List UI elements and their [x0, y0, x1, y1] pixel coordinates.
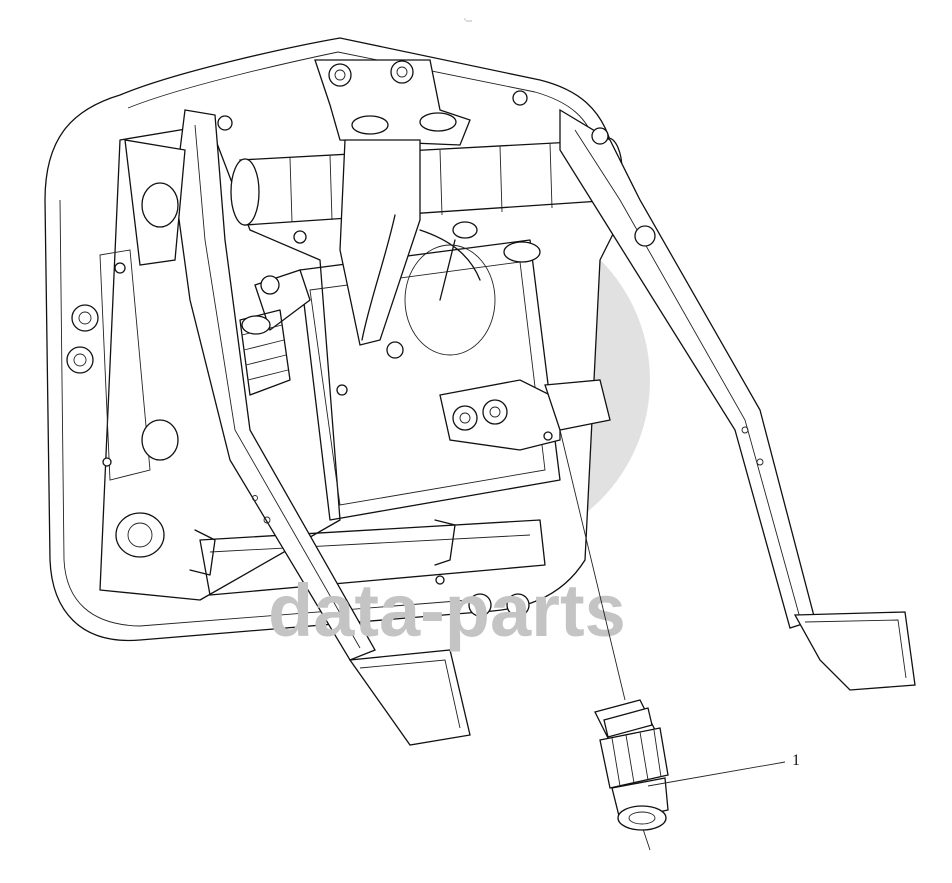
spring-rod: [239, 269, 311, 396]
callout-label-1: 1: [792, 752, 800, 769]
top-bracket: [314, 59, 471, 146]
right-pedal-arm: [559, 108, 916, 691]
lower-clips: [189, 519, 530, 617]
small-bolts: [102, 90, 553, 585]
left-side-bracket: [66, 139, 186, 558]
header-mark: ⁰ₘₘ: [464, 18, 472, 24]
callout-leader-1: [647, 761, 786, 787]
watermark-text: data-parts: [268, 569, 626, 652]
right-mount-bracket: [439, 241, 611, 451]
brake-light-switch: [594, 699, 669, 831]
center-bracket: [339, 139, 496, 359]
left-pedal-arm: [174, 109, 471, 746]
